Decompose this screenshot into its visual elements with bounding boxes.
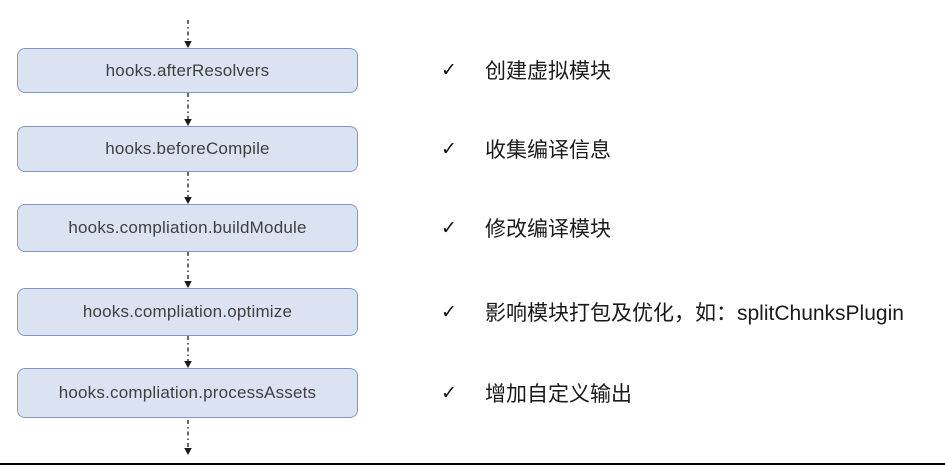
bottom-divider [0,463,945,465]
note-row-3: ✓ 修改编译模块 [441,214,611,242]
arrow-down-icon [184,20,192,48]
note-text: 增加自定义输出 [485,383,632,406]
hook-box-afterResolvers: hooks.afterResolvers [17,48,358,93]
note-text: 影响模块打包及优化，如：splitChunksPlugin [485,302,904,325]
hook-box-optimize: hooks.compliation.optimize [17,288,358,336]
arrow-down-icon [184,93,192,126]
checkmark-icon: ✓ [441,217,457,239]
hook-box-label: hooks.compliation.buildModule [68,218,307,237]
hook-box-label: hooks.compliation.processAssets [58,383,317,402]
note-row-1: ✓ 创建虚拟模块 [441,56,611,84]
arrow-down-icon [184,252,192,288]
hook-box-label: hooks.compliation.optimize [82,302,293,321]
arrow-down-icon [184,172,192,204]
note-row-5: ✓ 增加自定义输出 [441,379,632,407]
checkmark-icon: ✓ [441,138,457,160]
note-text: 收集编译信息 [485,139,611,162]
note-text: 修改编译模块 [485,218,611,241]
checkmark-icon: ✓ [441,59,457,81]
hook-box-label: hooks.beforeCompile [105,139,270,158]
arrow-down-icon [184,420,192,455]
hook-box-buildModule: hooks.compliation.buildModule [17,204,358,252]
checkmark-icon: ✓ [441,382,457,404]
note-row-4: ✓ 影响模块打包及优化，如：splitChunksPlugin [441,298,904,326]
arrow-down-icon [184,336,192,368]
hook-box-label: hooks.afterResolvers [105,60,270,80]
checkmark-icon: ✓ [441,301,457,323]
note-text: 创建虚拟模块 [485,60,611,83]
hook-box-processAssets: hooks.compliation.processAssets [17,368,358,418]
hook-box-beforeCompile: hooks.beforeCompile [17,126,358,172]
note-row-2: ✓ 收集编译信息 [441,135,611,163]
